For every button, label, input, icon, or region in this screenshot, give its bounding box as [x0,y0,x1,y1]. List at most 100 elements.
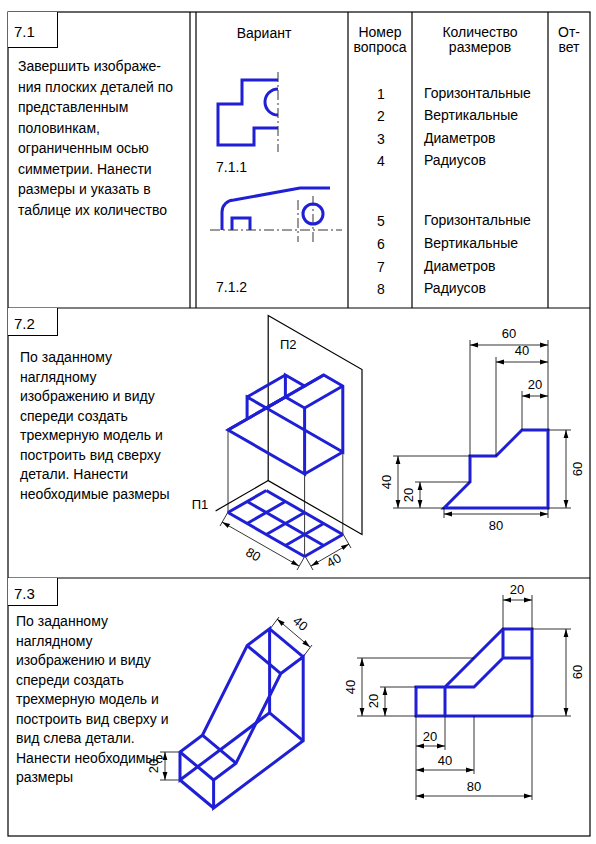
table-text: Вертикальные [424,236,518,251]
drawing-line [305,556,313,570]
drawing-line [522,396,548,397]
drawing-line [416,746,445,747]
drawing-line [548,508,549,518]
dimension-value: 40 [515,344,529,358]
dimension-value: 20 [402,488,416,502]
table-text: Номер вопроса [348,25,412,56]
drawing-line [232,218,250,230]
dimension-value: 40 [438,754,452,768]
dimension-value: 80 [243,545,263,565]
table-text: Диаметров [424,259,495,274]
dimension-value: 60 [502,327,516,341]
dimension-value: П1 [192,498,209,512]
drawing-line [385,687,386,716]
drawing-line [278,72,279,152]
table-text: 5 [377,214,385,229]
drawing-line [216,481,269,511]
drawing-line [228,397,305,474]
drawing-line [445,716,446,750]
iso-dims-7-3 [160,617,312,780]
dimension-value: 60 [571,462,585,476]
drawing-line [415,482,470,483]
drawing-line [303,204,323,224]
task-text: Завершить изображе- ния плоских деталей … [18,56,186,220]
drawing-line [8,12,590,836]
drawing-line [532,716,571,717]
drawing-line [444,514,548,515]
drawing-line [304,474,305,557]
drawing-line [532,716,533,800]
drawing-line [496,357,497,456]
dimension-value: 40 [344,680,358,694]
drawing-line [347,12,348,308]
drawing-line [247,375,285,397]
drawing-line [180,780,214,808]
drawing-line [566,430,567,508]
table-text: 1 [377,87,385,102]
dimension-value: 80 [467,780,481,794]
drawing-line [398,456,399,508]
drawing-line [445,629,532,716]
drawing-line [8,577,590,578]
part-7-1-1 [218,72,278,152]
table-text: 4 [377,154,385,169]
drawing-line [210,230,342,231]
drawing-line [474,716,475,774]
drawing-line [305,386,343,408]
drawing-line [297,556,305,570]
drawing-line [503,600,532,601]
drawing-line [8,307,590,308]
table-text: 7.1.1 [216,160,247,175]
drawing-line [566,629,567,716]
drawing-line [160,780,180,781]
iso-dims-7-2 [220,512,351,570]
drawing-line [305,452,343,474]
table-text: От- вет [551,25,587,56]
table-text: 8 [377,282,385,297]
drawing-line [270,617,279,629]
section-number-box: 7.1 [8,12,58,48]
table-text: Горизонтальные [424,213,531,228]
drawing-line [228,430,229,513]
dimension-value: 80 [489,519,503,533]
front-view-7-2 [393,340,571,518]
drawing-line [189,12,190,308]
drawing-line [393,456,470,457]
table-text: Вертикальные [424,108,518,123]
table-grid [8,12,590,836]
dimension-value: 60 [571,665,585,679]
drawing-line [165,752,166,780]
drawing-line [357,716,416,717]
drawing-line [247,646,281,674]
drawing-line [393,508,444,509]
drawing-line [247,502,324,546]
drawing-line [548,508,571,509]
table-text: 7 [377,260,385,275]
drawing-line [195,12,196,308]
table-text: Горизонтальные [424,86,531,101]
drawing-line [548,430,571,431]
section-number: 7.2 [14,316,35,331]
drawing-line [357,658,474,659]
section-number: 7.3 [14,586,35,601]
drawing-line [496,362,548,363]
drawing-line [228,513,305,557]
section-number: 7.1 [14,24,35,39]
section-number-box: 7.2 [8,308,58,336]
table-text: Диаметров [424,131,495,146]
table-text: 6 [377,237,385,252]
drawing-line [416,796,532,797]
dimension-value: 20 [528,378,542,392]
dimension-value: 40 [290,614,310,634]
drawing-line [547,12,548,308]
isometric-views [180,316,362,808]
dimension-value: 20 [367,694,381,708]
drawing-line [343,534,351,548]
drawing-line [362,658,363,716]
drawing-line [342,452,343,535]
drawing-line [270,713,304,741]
drawing-line [218,80,278,145]
drawing-line [548,340,549,430]
dimension-value: 20 [423,730,437,744]
